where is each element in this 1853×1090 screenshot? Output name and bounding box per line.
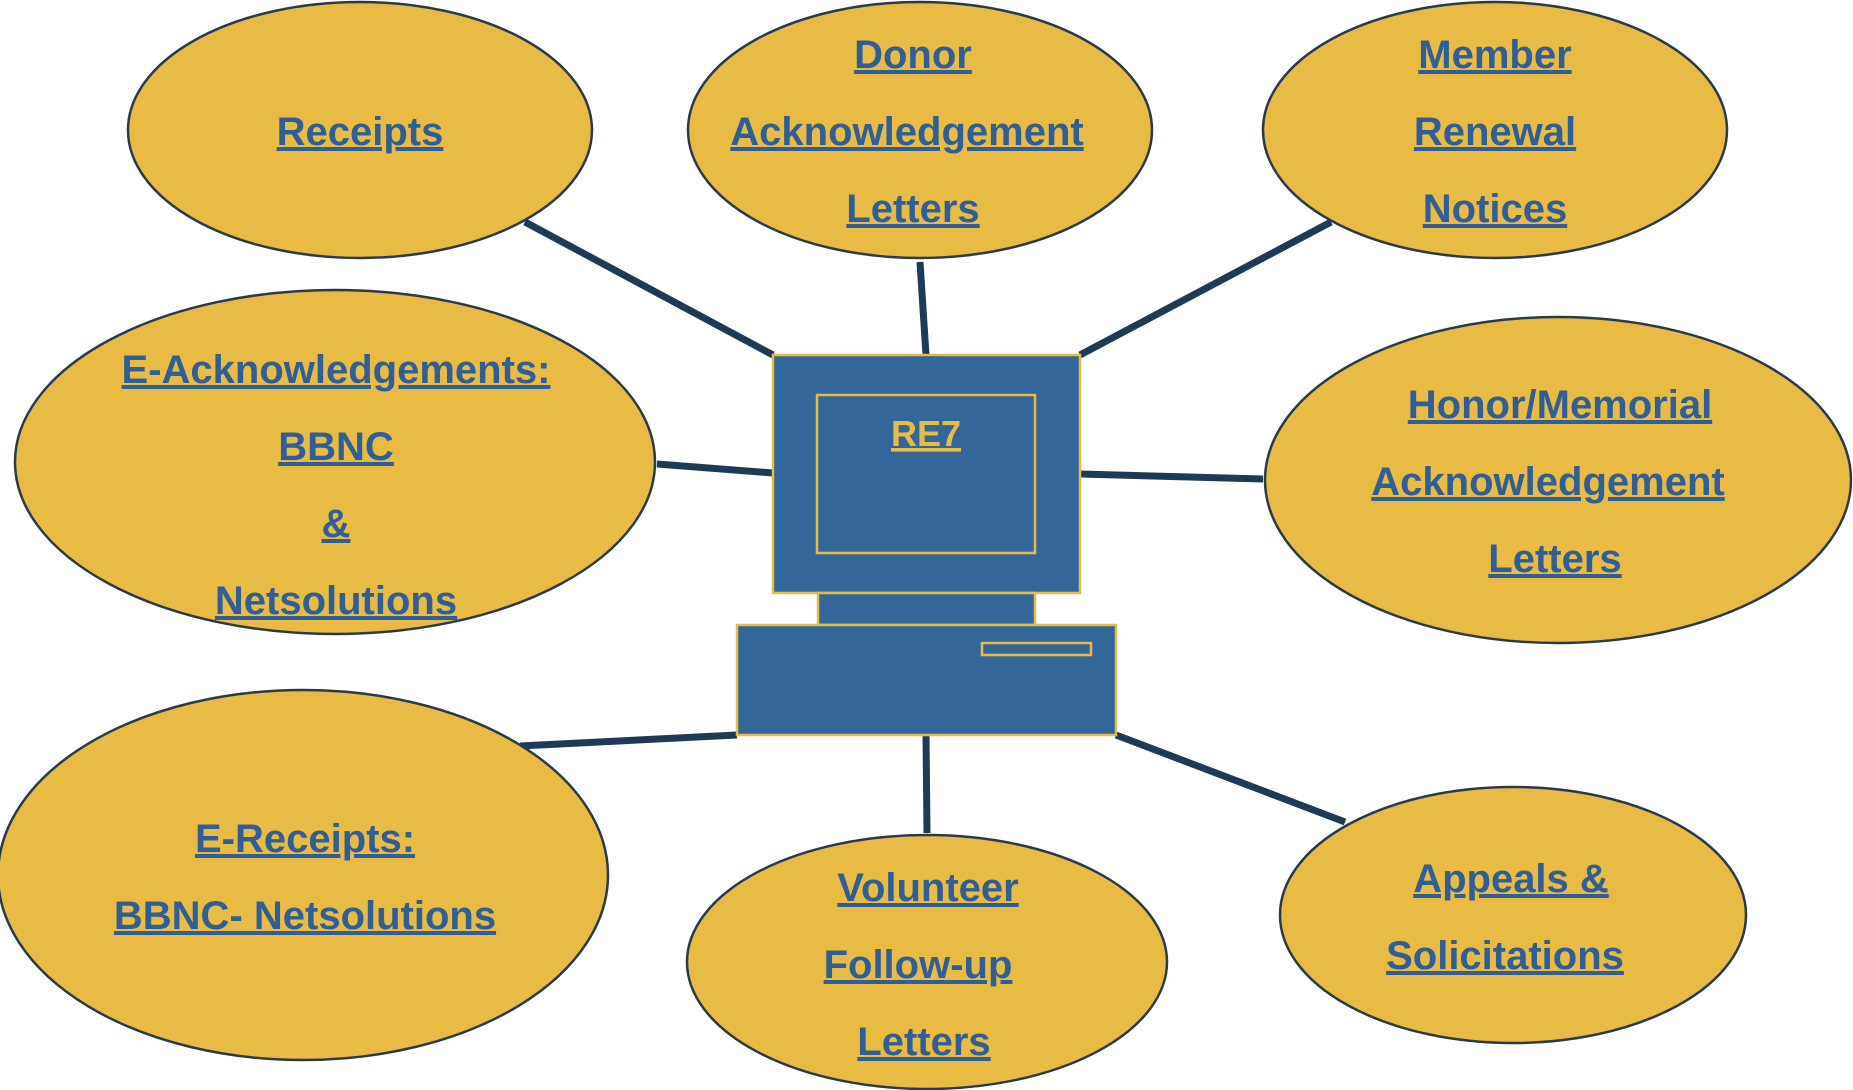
labels-group: Receipts Donor Acknowledgement Letters M…: [114, 33, 1725, 1064]
volunteer-label: Volunteer Follow-up Letters: [824, 866, 1019, 1064]
e-ack-line-4[interactable]: Netsolutions: [215, 579, 457, 623]
volunteer-ellipse: [685, 833, 1169, 1090]
e-ack-label: E-Acknowledgements: BBNC & Netsolutions: [122, 348, 551, 623]
receipts-line-1[interactable]: Receipts: [277, 110, 444, 154]
monitor-screen: [815, 393, 1037, 555]
honor-label: Honor/Memorial Acknowledgement Letters: [1371, 383, 1724, 581]
member-line-2[interactable]: Renewal: [1414, 110, 1576, 154]
receipts-ellipse: [126, 0, 594, 260]
appeals-label: Appeals & Solicitations: [1386, 857, 1624, 978]
monitor-neck: [816, 591, 1037, 627]
member-line-1[interactable]: Member: [1418, 33, 1571, 77]
arrow-to-member: [1078, 218, 1333, 359]
donor-ellipse: [686, 0, 1154, 260]
e-ack-ellipse: [13, 288, 657, 636]
arrow-to-e-receipts: [519, 731, 738, 750]
monitor-label: RE7: [891, 413, 961, 454]
honor-line-1[interactable]: Honor/Memorial: [1408, 383, 1712, 427]
computer-icon: RE7: [735, 353, 1118, 737]
volunteer-line-2[interactable]: Follow-up: [824, 943, 1013, 987]
e-receipts-ellipse: [0, 688, 610, 1062]
donor-line-2[interactable]: Acknowledgement: [730, 110, 1083, 154]
arrow-to-e-ack: [656, 460, 774, 477]
e-ack-line-1[interactable]: E-Acknowledgements:: [122, 348, 551, 392]
computer-base: [735, 623, 1118, 737]
arrow-to-receipts: [523, 218, 775, 359]
honor-line-2[interactable]: Acknowledgement: [1371, 460, 1724, 504]
member-ellipse: [1261, 0, 1729, 260]
volunteer-line-1[interactable]: Volunteer: [837, 866, 1019, 910]
donor-line-3[interactable]: Letters: [846, 187, 979, 231]
donor-line-1[interactable]: Donor: [854, 33, 972, 77]
e-receipts-line-2[interactable]: BBNC- Netsolutions: [114, 894, 496, 938]
e-ack-line-2[interactable]: BBNC: [278, 425, 394, 469]
e-receipts-line-1[interactable]: E-Receipts:: [195, 817, 415, 861]
honor-ellipse: [1263, 315, 1853, 645]
member-label: Member Renewal Notices: [1414, 33, 1576, 231]
e-ack-line-3[interactable]: &: [322, 502, 351, 546]
arrow-to-appeals: [1114, 731, 1347, 826]
member-line-3[interactable]: Notices: [1423, 187, 1568, 231]
drive-slot: [980, 641, 1093, 657]
appeals-line-1[interactable]: Appeals &: [1413, 857, 1609, 901]
appeals-ellipse: [1278, 785, 1748, 1045]
e-receipts-label: E-Receipts: BBNC- Netsolutions: [114, 817, 496, 938]
receipts-label: Receipts: [277, 110, 444, 154]
appeals-line-2[interactable]: Solicitations: [1386, 934, 1624, 978]
donor-label: Donor Acknowledgement Letters: [730, 33, 1083, 231]
volunteer-line-3[interactable]: Letters: [857, 1020, 990, 1064]
honor-line-3[interactable]: Letters: [1488, 537, 1621, 581]
arrows-group: [519, 218, 1347, 834]
arrow-to-volunteer: [922, 734, 931, 834]
arrow-to-honor: [1079, 470, 1264, 483]
arrow-to-donor: [916, 261, 930, 356]
